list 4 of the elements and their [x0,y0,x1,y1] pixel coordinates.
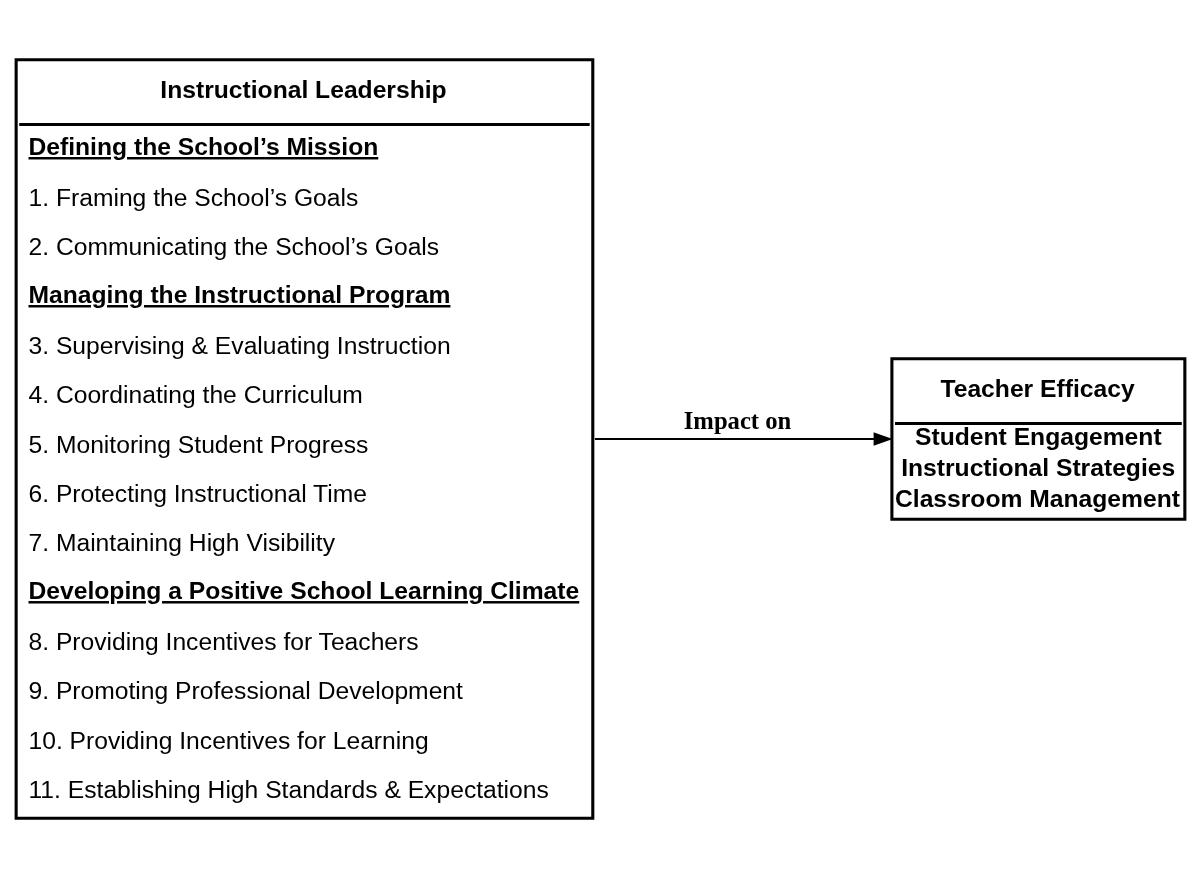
node-box: Teacher Efficacy Student Engagement Instructional Strategies Classroom Management [890,357,1187,521]
edge-label: Impact on [683,407,792,435]
arrow [593,432,893,446]
node-box: Instructional Leadership Defining the School’s Mission 1. Framing the School’s Goals 2. Communicating the School’s Goals Managing the Instructional Program 3. Supervising & Evaluating Instruction 4. Coordinating the Curriculum 5. Monitoring Student Progress 6. Protecting Instructional Time 7. Maintaining High Visibility Developing a Positive School Learning Climate 8. Providing Incentives for Teachers 9. Promoting Professional Development 10. Providing Incentives for Learning 11. Establishing High Standards & Expectations [14,58,595,820]
